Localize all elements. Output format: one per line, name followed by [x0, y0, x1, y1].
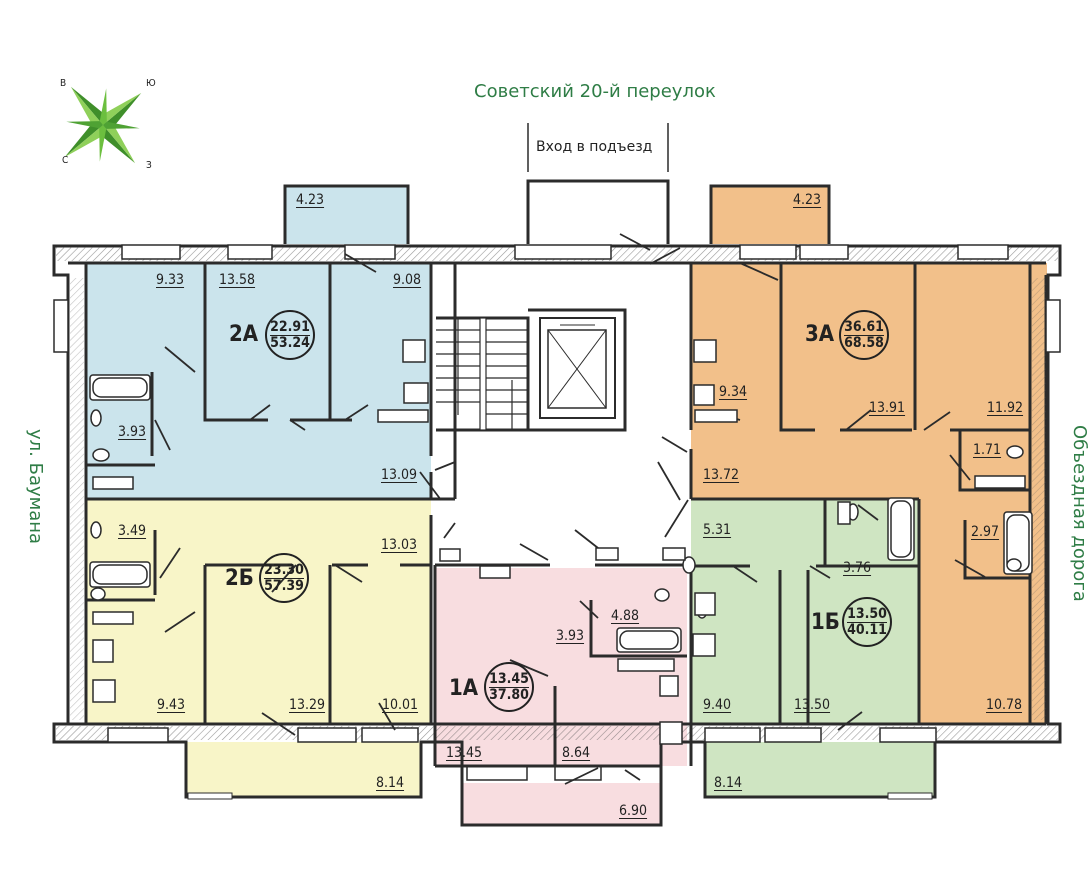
street-left: ул. Баумана — [25, 429, 46, 545]
wall-hatch-right — [1032, 278, 1046, 720]
apt-1b-area-circle: 13.50 40.11 — [842, 597, 892, 647]
balcony-outlines — [184, 179, 937, 827]
room-area: 3.93 — [556, 628, 585, 644]
apt-1a-balcony — [462, 783, 661, 825]
windows — [53, 244, 1061, 781]
room-area: 5.31 — [703, 522, 732, 538]
compass-label-n: В — [60, 78, 67, 89]
apt-2b-living: 23.30 — [264, 561, 304, 579]
apt-3a-area-circle: 36.61 68.58 — [839, 310, 889, 360]
interior-walls — [86, 263, 1030, 768]
wall-hatch-left — [70, 278, 84, 720]
room-area: 11.92 — [987, 400, 1024, 416]
apt-1b-balcony — [705, 742, 935, 797]
room-area: 8.14 — [714, 775, 743, 791]
apt-1a-living: 13.45 — [489, 670, 529, 688]
room-area: 13.03 — [381, 537, 418, 553]
apt-2b-total: 57.39 — [264, 577, 304, 594]
compass-rose — [64, 86, 142, 164]
room-area: 9.08 — [393, 272, 422, 288]
room-area: 3.76 — [843, 560, 872, 576]
apt-3a-living: 36.61 — [844, 318, 884, 336]
apt-2b-balcony — [186, 742, 421, 797]
room-area: 8.14 — [376, 775, 405, 791]
apt-2a-living: 22.91 — [270, 318, 310, 336]
apt-3a-name: 3А — [805, 322, 835, 347]
apt-3a-balcony — [711, 186, 829, 244]
room-area: 13.72 — [703, 467, 740, 483]
room-area: 13.91 — [869, 400, 906, 416]
entrance-label: Вход в подъезд — [536, 139, 653, 155]
room-area: 13.09 — [381, 467, 418, 483]
room-area: 9.34 — [719, 384, 748, 400]
apt-1b-total: 40.11 — [847, 621, 887, 638]
room-area: 10.78 — [986, 697, 1023, 713]
apt-2a-balcony — [285, 186, 408, 244]
compass-label-s: С — [62, 155, 69, 166]
stairs — [436, 317, 528, 431]
balcony-rail — [887, 792, 933, 800]
room-area: 2.97 — [971, 524, 1000, 540]
apt-1a-area-circle: 13.45 37.80 — [484, 662, 534, 712]
room-area: 4.88 — [611, 608, 640, 624]
room-area: 1.71 — [973, 442, 1002, 458]
apt-2a-name: 2А — [229, 322, 259, 347]
room-area: 13.29 — [289, 697, 326, 713]
compass-label-w: З — [146, 160, 152, 171]
room-area: 9.40 — [703, 697, 732, 713]
room-area: 6.90 — [619, 803, 648, 819]
balcony-rail — [187, 792, 233, 800]
street-right: Объездная дорога — [1069, 425, 1089, 602]
elevator — [539, 317, 616, 419]
apt-1a-name: 1А — [449, 676, 479, 701]
room-area: 9.43 — [157, 697, 186, 713]
apt-2a-area-circle: 22.91 53.24 — [265, 310, 315, 360]
apt-3a-fill — [691, 263, 1047, 499]
room-area: 4.23 — [296, 192, 325, 208]
apt-1b-name: 1Б — [811, 610, 840, 635]
apt-2b-area-circle: 23.30 57.39 — [259, 553, 309, 603]
apt-3a-total: 68.58 — [844, 334, 884, 351]
room-area: 10.01 — [382, 697, 419, 713]
entrance-marker — [527, 123, 669, 172]
room-area: 3.49 — [118, 523, 147, 539]
room-area: 8.64 — [562, 745, 591, 761]
apt-1b-living: 13.50 — [847, 605, 887, 623]
room-area: 4.23 — [793, 192, 822, 208]
room-area: 13.45 — [446, 745, 483, 761]
apt-2b-fill — [86, 499, 431, 724]
apt-2a-total: 53.24 — [270, 334, 310, 351]
fixtures — [89, 339, 1033, 745]
apt-2b-name: 2Б — [225, 566, 254, 591]
room-area: 3.93 — [118, 424, 147, 440]
street-top: Советский 20-й переулок — [474, 81, 716, 102]
room-area: 9.33 — [156, 272, 185, 288]
apt-1a-total: 37.80 — [489, 686, 529, 703]
room-area: 13.58 — [219, 272, 256, 288]
compass-label-e: Ю — [146, 78, 156, 89]
room-area: 13.50 — [794, 697, 831, 713]
